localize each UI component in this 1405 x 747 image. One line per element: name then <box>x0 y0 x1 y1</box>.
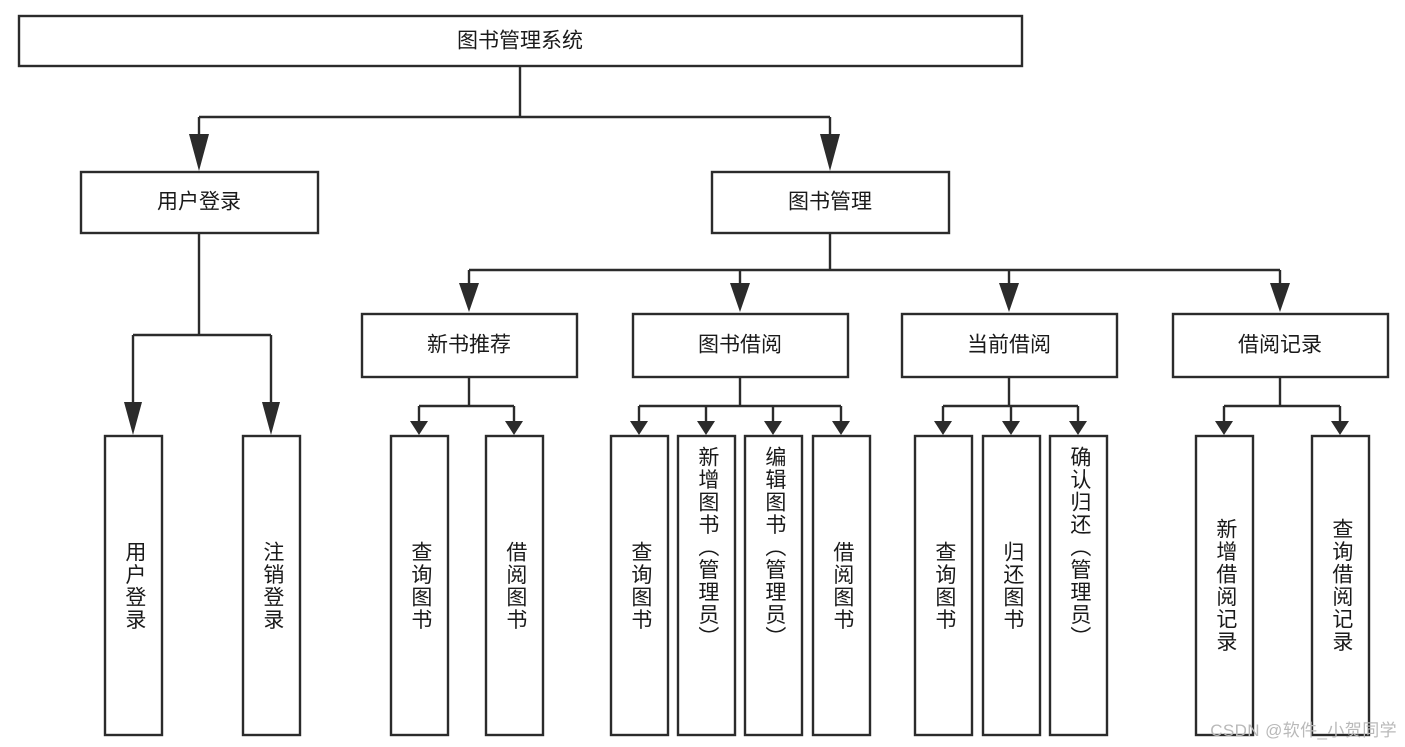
arrowhead-to-leaf-query-book-2 <box>630 421 648 435</box>
node-leaf-add-book[interactable] <box>676 434 737 737</box>
node-leaf-borrow-book-2[interactable] <box>811 434 872 737</box>
node-new-book-recommend[interactable] <box>360 312 579 379</box>
arrowhead-to-leaf-add-record <box>1215 421 1233 435</box>
arrowhead-to-user-login <box>189 134 209 171</box>
node-current-borrow[interactable] <box>900 312 1119 379</box>
arrowhead-to-new-book-recommend <box>459 283 479 312</box>
node-leaf-query-record[interactable] <box>1310 434 1371 737</box>
arrowhead-to-book-manage <box>820 134 840 171</box>
node-layer: 图书管理系统 用户登录 图书管理 新书推荐 图书借阅 当前借阅 借阅记录 <box>17 14 1390 737</box>
node-leaf-edit-book[interactable] <box>743 434 804 737</box>
node-root-label: 图书管理系统 <box>457 30 583 53</box>
arrowhead-to-leaf-query-record <box>1331 421 1349 435</box>
node-leaf-borrow-book-1[interactable] <box>484 434 545 737</box>
arrowhead-to-leaf-user-login <box>124 402 142 435</box>
node-leaf-query-book-2[interactable] <box>609 434 670 737</box>
node-leaf-user-logout[interactable] <box>241 434 302 737</box>
connector-layer <box>131 66 1342 423</box>
arrowhead-to-leaf-borrow-book-1 <box>505 421 523 435</box>
node-leaf-confirm-return[interactable] <box>1048 434 1109 737</box>
arrowhead-to-leaf-return-book <box>1002 421 1020 435</box>
node-book-manage-label: 图书管理 <box>788 191 872 214</box>
node-borrow-record-label: 借阅记录 <box>1238 334 1322 357</box>
node-book-borrow[interactable] <box>631 312 850 379</box>
arrowhead-to-leaf-add-book <box>697 421 715 435</box>
arrowhead-to-current-borrow <box>999 283 1019 312</box>
node-new-book-recommend-label: 新书推荐 <box>427 334 511 357</box>
node-leaf-query-book-3[interactable] <box>913 434 974 737</box>
node-user-login[interactable] <box>79 170 320 235</box>
arrowhead-to-leaf-user-logout <box>262 402 280 435</box>
node-leaf-query-book-1[interactable] <box>389 434 450 737</box>
arrowhead-to-leaf-edit-book <box>764 421 782 435</box>
node-current-borrow-label: 当前借阅 <box>967 334 1051 357</box>
arrowhead-to-book-borrow <box>730 283 750 312</box>
arrowhead-to-leaf-query-book-1 <box>410 421 428 435</box>
csdn-watermark: CSDN @软件_小贺同学 <box>1210 721 1397 740</box>
node-leaf-user-login[interactable] <box>103 434 164 737</box>
node-book-manage[interactable] <box>710 170 951 235</box>
node-book-borrow-label: 图书借阅 <box>698 334 782 357</box>
node-user-login-label: 用户登录 <box>157 191 241 214</box>
arrowhead-to-leaf-query-book-3 <box>934 421 952 435</box>
arrowhead-to-borrow-record <box>1270 283 1290 312</box>
arrowhead-layer <box>124 134 1349 435</box>
node-borrow-record[interactable] <box>1171 312 1390 379</box>
node-root[interactable] <box>17 14 1024 68</box>
node-leaf-add-record[interactable] <box>1194 434 1255 737</box>
node-leaf-return-book[interactable] <box>981 434 1042 737</box>
arrowhead-to-leaf-confirm-return <box>1069 421 1087 435</box>
arrowhead-to-leaf-borrow-book-2 <box>832 421 850 435</box>
